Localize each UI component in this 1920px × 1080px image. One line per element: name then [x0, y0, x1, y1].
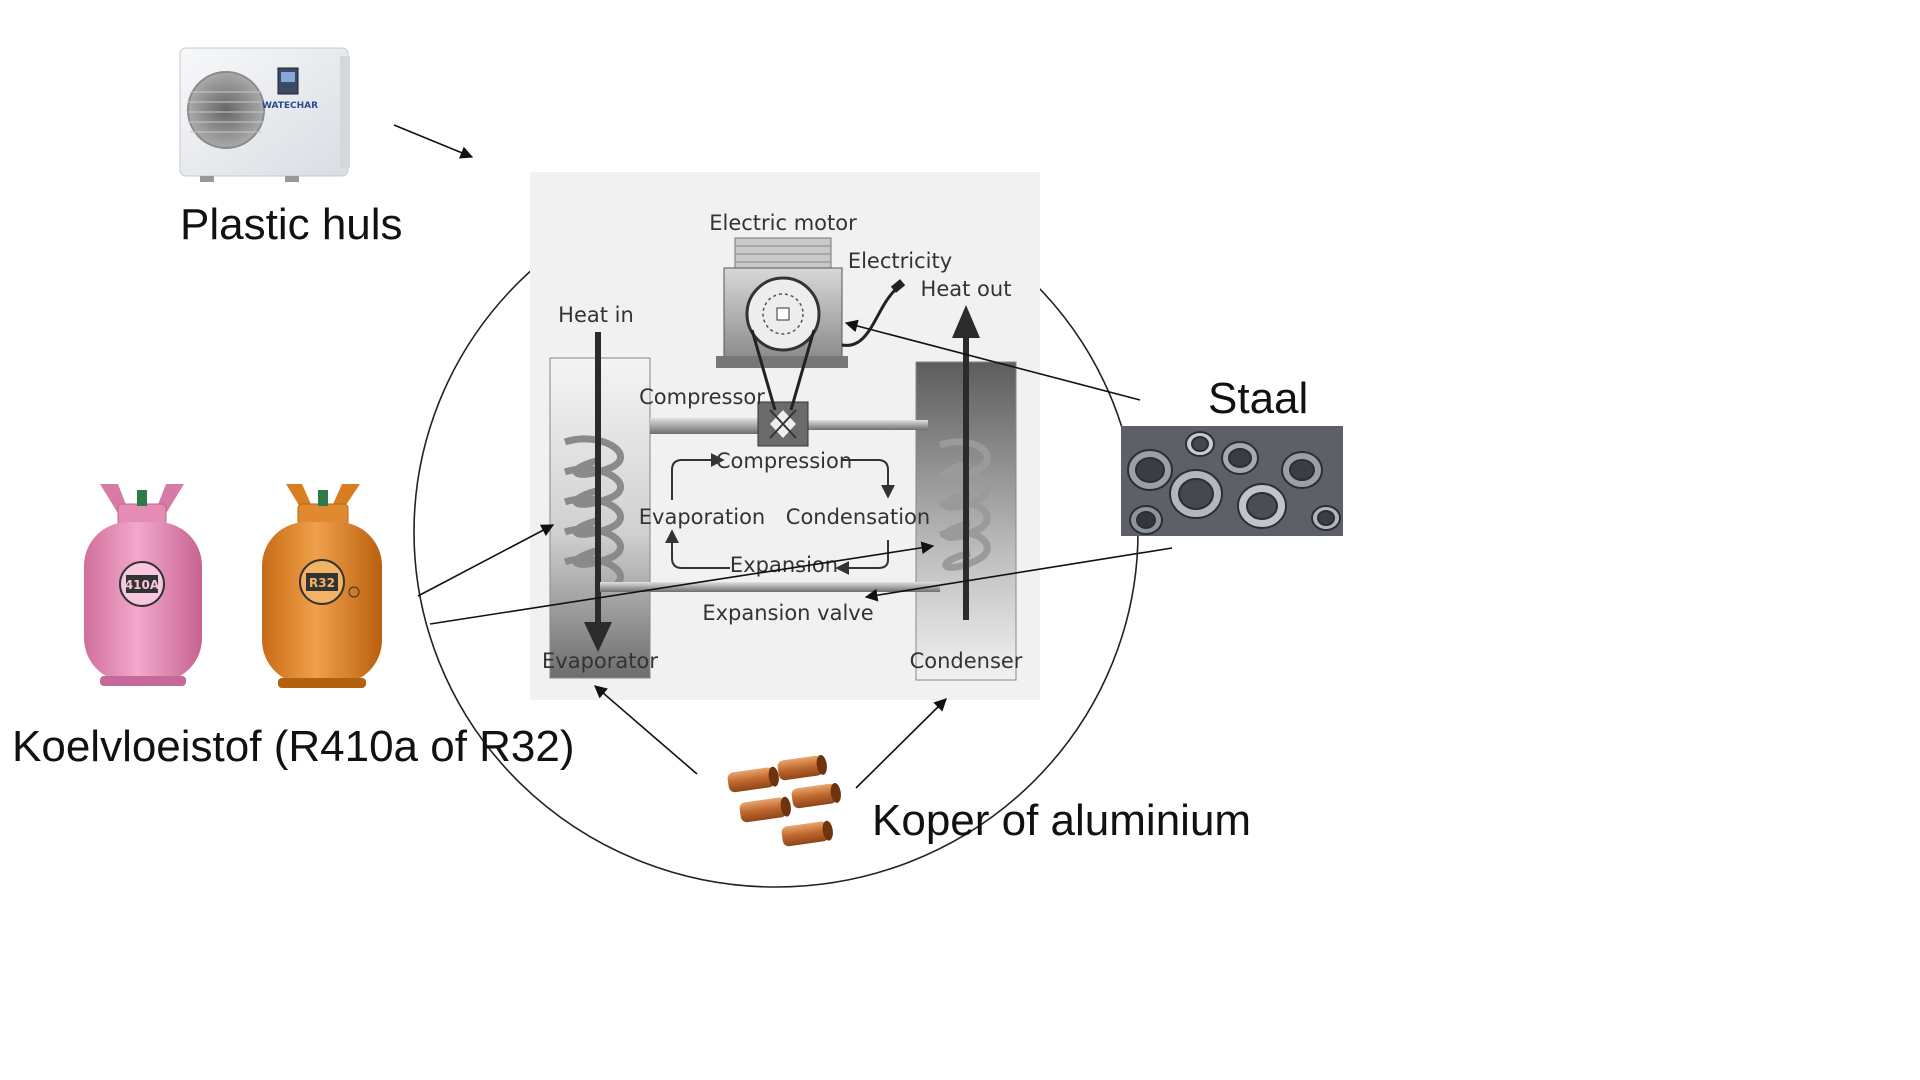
- copper-label: Koper of aluminium: [872, 796, 1252, 845]
- arrow-copper-to-condenser: [855, 698, 947, 789]
- copper-tubes-image: [727, 755, 841, 847]
- heat-in-label: Heat in: [558, 303, 634, 327]
- plastic-label: Plastic huls: [180, 200, 403, 249]
- compressor-label: Compressor: [639, 385, 765, 409]
- compressor-pipe-right: [808, 420, 928, 430]
- electricity-label: Electricity: [848, 249, 952, 273]
- expansion-pipe: [600, 582, 940, 592]
- condenser-column: [915, 305, 1017, 681]
- heat-out-label: Heat out: [921, 277, 1012, 301]
- arrow-refrigerant-to-condenser: [429, 541, 935, 625]
- orange-cylinder-tag: R32: [309, 576, 335, 590]
- pink-cylinder-tag: 410A: [125, 578, 160, 592]
- arrow-steel-to-motor: [844, 319, 1141, 401]
- heat-pump-unit-image: WATECHAR: [179, 47, 350, 182]
- orange-refrigerant-cylinder: R32: [262, 484, 382, 688]
- steel-label: Staal: [1208, 374, 1309, 423]
- arrow-refrigerant-to-evaporator: [417, 524, 555, 597]
- expansion-label: Expansion: [730, 553, 838, 577]
- compressor-pipe-left: [650, 418, 760, 434]
- compressor: [757, 401, 809, 447]
- condenser-label: Condenser: [910, 649, 1023, 673]
- pointer-arrows: [393, 124, 1173, 789]
- pink-refrigerant-cylinder: 410A: [84, 484, 202, 686]
- arrow-copper-to-evaporator: [594, 685, 698, 775]
- cycle-arrows: [665, 453, 895, 575]
- expansion-valve-label: Expansion valve: [702, 601, 873, 625]
- electric-motor: [716, 237, 906, 411]
- evaporator-label: Evaporator: [542, 649, 658, 673]
- evaporation-label: Evaporation: [639, 505, 765, 529]
- compression-label: Compression: [716, 449, 852, 473]
- unit-brand: WATECHAR: [262, 101, 318, 111]
- condensation-label: Condensation: [786, 505, 930, 529]
- electric-motor-label: Electric motor: [709, 211, 857, 235]
- arrow-plastic-to-circle: [393, 124, 474, 159]
- evaporator-column: [549, 332, 651, 679]
- steel-pipes-image: [1121, 426, 1343, 536]
- arrow-steel-to-valve: [864, 547, 1173, 602]
- refrigerant-label: Koelvloeistof (R410a of R32): [12, 722, 575, 771]
